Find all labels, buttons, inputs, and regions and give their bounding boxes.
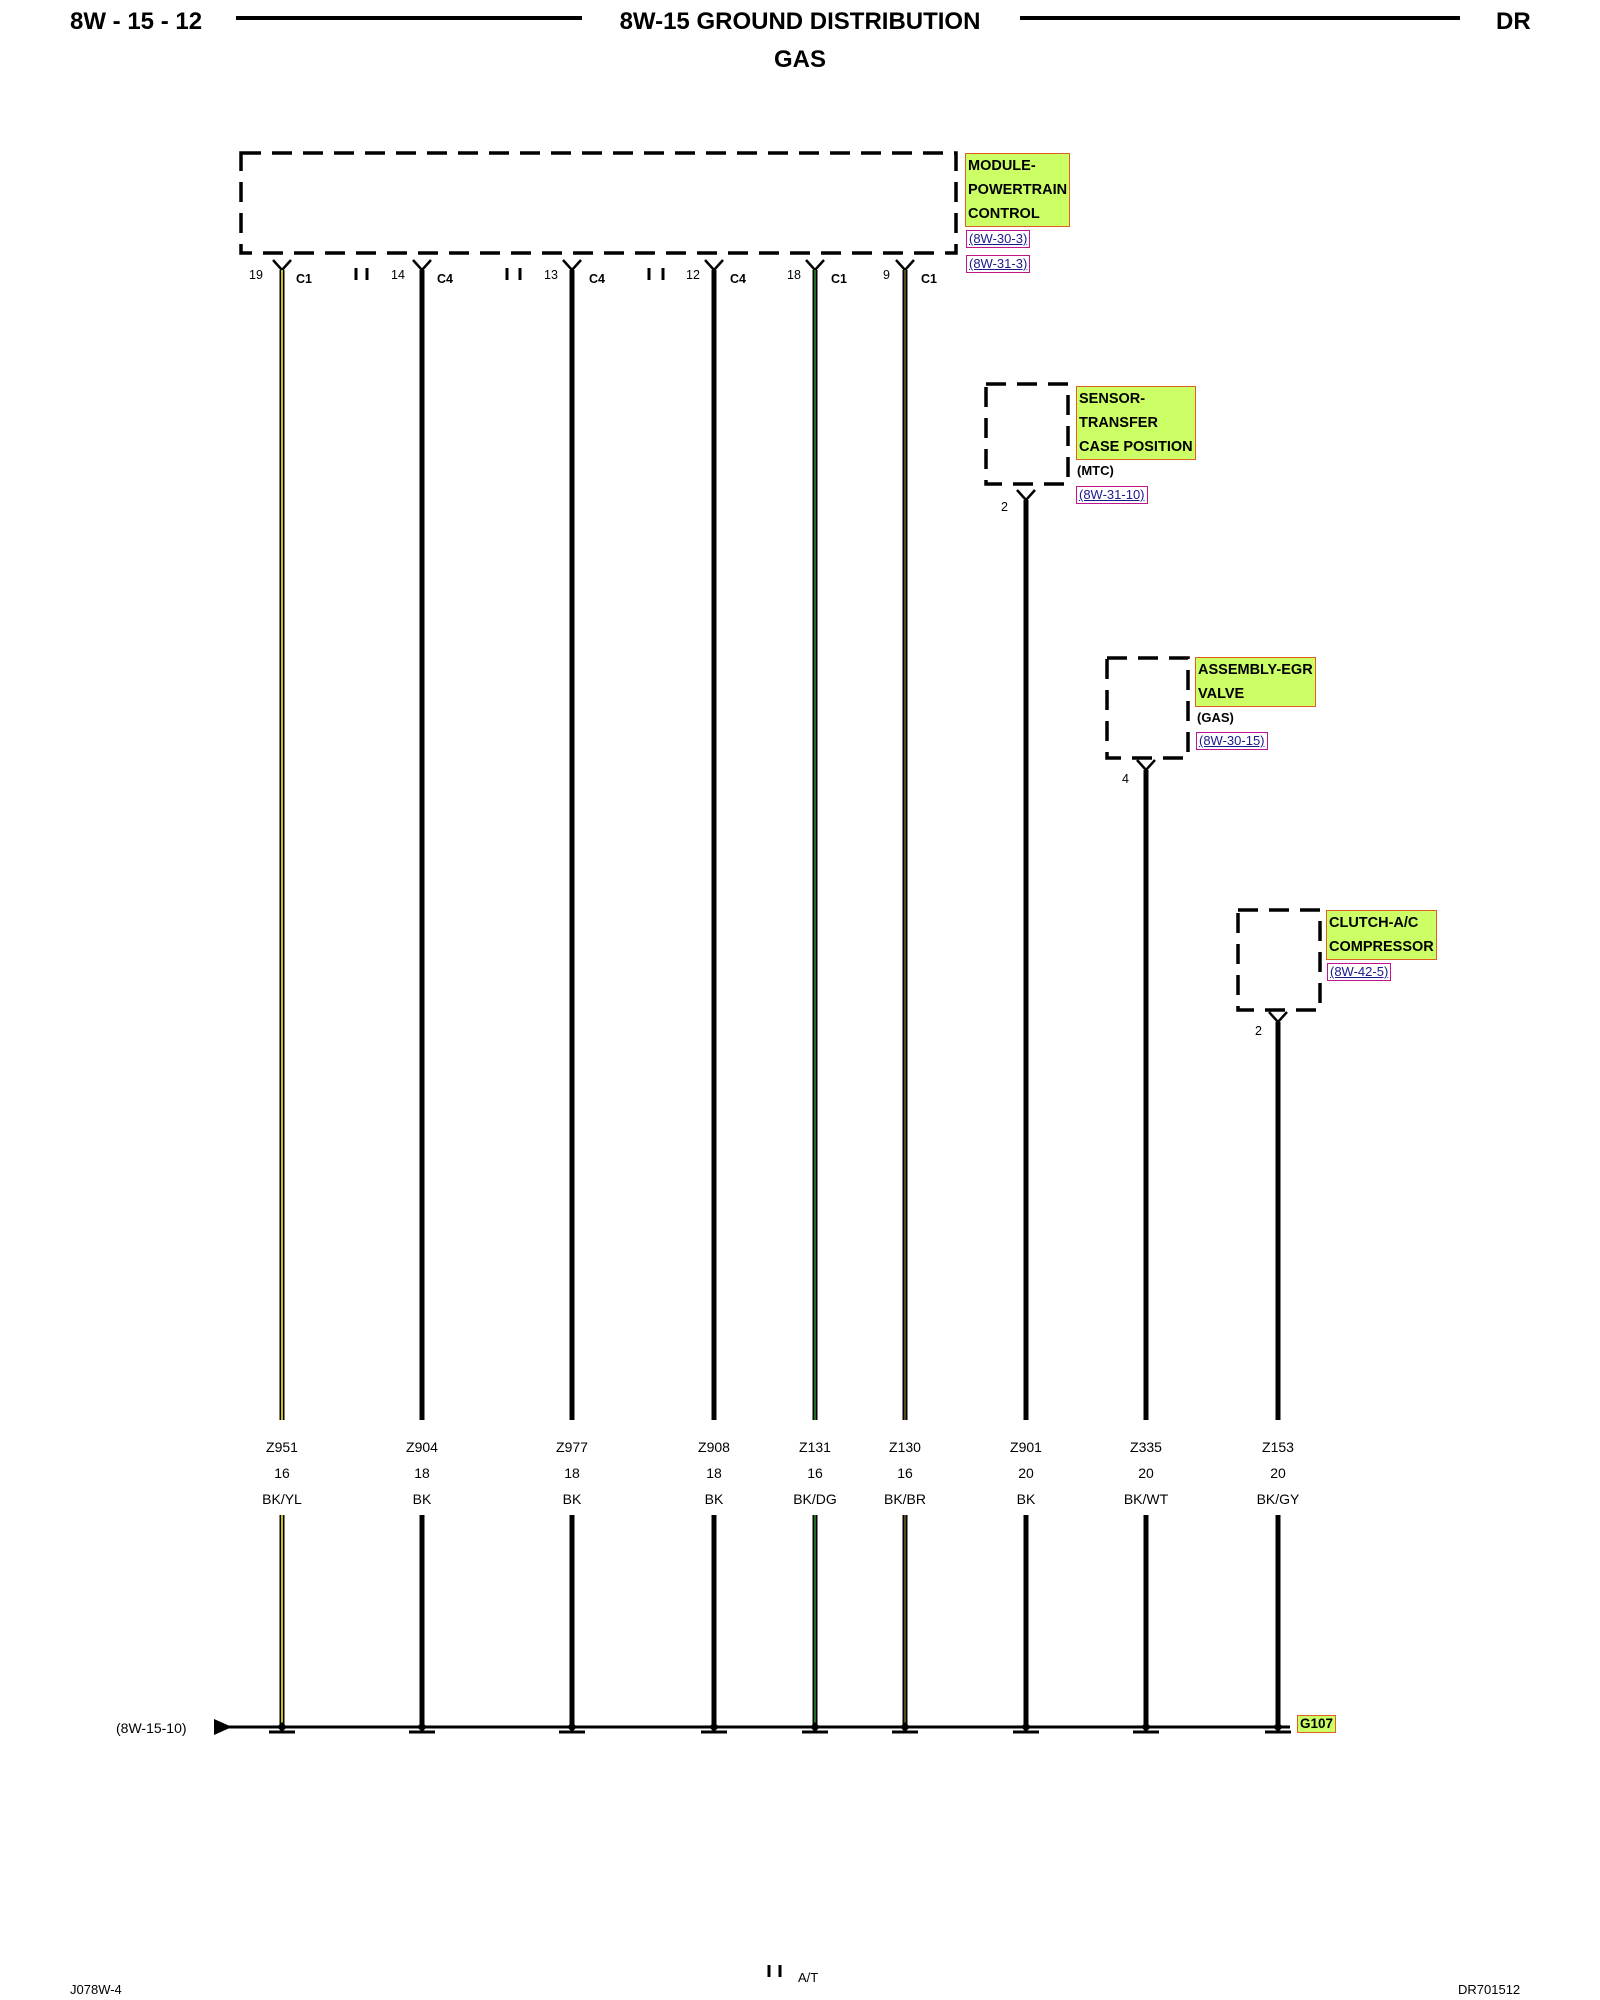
egr-ref-link[interactable]: (8W-30-15): [1196, 732, 1268, 750]
connector-symbol: [895, 259, 915, 272]
wire-color: BK: [704, 1491, 724, 1507]
wire-gauge: 16: [897, 1465, 913, 1481]
wire-label: Z977 18 BK: [527, 1438, 617, 1508]
egr-label[interactable]: ASSEMBLY-EGR VALVE: [1195, 657, 1316, 707]
wire-circuit: Z951: [266, 1439, 298, 1455]
pcm-ref-link-2[interactable]: (8W-31-3): [966, 255, 1031, 273]
wire-label: Z130 16 BK/BR: [860, 1438, 950, 1508]
ac-clutch-ref-link[interactable]: (8W-42-5): [1327, 963, 1392, 981]
tcps-label-line-2: TRANSFER: [1079, 415, 1158, 431]
wire-color: BK/DG: [793, 1491, 837, 1507]
wire-label: Z131 16 BK/DG: [770, 1438, 860, 1508]
pcm-connector-id: C1: [831, 272, 847, 286]
tcps-option-note: (MTC): [1077, 463, 1114, 478]
header-rule-left: [236, 16, 582, 20]
pcm-pin-number: 13: [544, 268, 558, 282]
pcm-label-line-1: MODULE-: [968, 158, 1036, 174]
connector-symbol: [1016, 489, 1036, 502]
pcm-pin-number: 18: [787, 268, 801, 282]
wire-label: Z951 16 BK/YL: [237, 1438, 327, 1508]
ground-bus-arrow: [214, 1719, 232, 1735]
wire-circuit: Z131: [799, 1439, 831, 1455]
wire-circuit: Z153: [1262, 1439, 1294, 1455]
tcps-label-line-3: CASE POSITION: [1079, 439, 1193, 455]
pcm-connector-id: C4: [730, 272, 746, 286]
egr-option-note: (GAS): [1197, 710, 1234, 725]
pcm-label-line-2: POWERTRAIN: [968, 182, 1068, 198]
ground-point-label[interactable]: G107: [1297, 1715, 1337, 1733]
pcm-pin-number: 19: [249, 268, 263, 282]
wire-label: Z153 20 BK/GY: [1233, 1438, 1323, 1508]
wire-circuit: Z130: [889, 1439, 921, 1455]
wire-gauge: 20: [1018, 1465, 1034, 1481]
connector-symbol: [704, 259, 724, 272]
tcps-label[interactable]: SENSOR- TRANSFER CASE POSITION: [1076, 386, 1196, 460]
ground-continuation-link[interactable]: (8W-15-10): [116, 1720, 187, 1736]
egr-valve-box: [1105, 656, 1190, 760]
connector-symbol: [1136, 759, 1156, 772]
page-subtitle: GAS: [773, 46, 826, 73]
pcm-connector-id: C1: [296, 272, 312, 286]
wire-circuit: Z901: [1010, 1439, 1042, 1455]
pcm-box: [239, 151, 958, 255]
tcps-pin-number: 2: [1001, 500, 1008, 514]
wire-circuit: Z335: [1130, 1439, 1162, 1455]
pcm-ref-link-1[interactable]: (8W-30-3): [966, 230, 1031, 248]
wire-label: Z901 20 BK: [981, 1438, 1071, 1508]
wire-color: BK/WT: [1123, 1491, 1169, 1507]
ac-clutch-label-line-2: COMPRESSOR: [1329, 939, 1434, 955]
wire-gauge: 20: [1270, 1465, 1286, 1481]
wire-color: BK: [562, 1491, 582, 1507]
pcm-pin-number: 14: [391, 268, 405, 282]
footer-right-code: DR701512: [1458, 1982, 1521, 1997]
header-rule-right: [1020, 16, 1460, 20]
wire-color: BK/YL: [262, 1491, 302, 1507]
wire-color: BK/GY: [1256, 1491, 1300, 1507]
wire-circuit: Z908: [698, 1439, 730, 1455]
pcm-connector-id: C1: [921, 272, 937, 286]
wire-gauge: 18: [414, 1465, 430, 1481]
tcps-ref-link[interactable]: (8W-31-10): [1076, 486, 1148, 504]
wire-gauge: 16: [274, 1465, 290, 1481]
tcps-label-line-1: SENSOR-: [1079, 391, 1146, 407]
connector-symbol: [1268, 1011, 1288, 1024]
egr-label-line-2: VALVE: [1198, 686, 1245, 702]
pcm-pin-number: 9: [883, 268, 890, 282]
connector-symbol: [272, 259, 292, 272]
ac-clutch-box: [1236, 908, 1322, 1012]
ac-clutch-label[interactable]: CLUTCH-A/C COMPRESSOR: [1326, 910, 1437, 960]
pcm-connector-id: C4: [437, 272, 453, 286]
wire-gauge: 18: [564, 1465, 580, 1481]
wire-gauge: 20: [1138, 1465, 1154, 1481]
pcm-label[interactable]: MODULE- POWERTRAIN CONTROL: [965, 153, 1071, 227]
connector-symbol: [805, 259, 825, 272]
wire-gauge: 16: [807, 1465, 823, 1481]
egr-pin-number: 4: [1122, 772, 1129, 786]
wire-circuit: Z904: [406, 1439, 438, 1455]
wire-gauge: 18: [706, 1465, 722, 1481]
wire-color: BK/BR: [883, 1491, 926, 1507]
wire-circuit: Z977: [556, 1439, 588, 1455]
wire-color: BK: [1016, 1491, 1036, 1507]
pcm-connector-id: C4: [589, 272, 605, 286]
connector-symbol: [412, 259, 432, 272]
pcm-pin-number: 12: [686, 268, 700, 282]
legend-at-text: A/T: [798, 1970, 819, 1985]
wire-label: Z904 18 BK: [377, 1438, 467, 1508]
egr-label-line-1: ASSEMBLY-EGR: [1198, 662, 1313, 678]
connector-symbol: [562, 259, 582, 272]
wire-label: Z908 18 BK: [669, 1438, 759, 1508]
tcps-box: [984, 382, 1070, 486]
model-code: DR: [1496, 8, 1531, 35]
page-title: 8W-15 GROUND DISTRIBUTION: [619, 8, 981, 35]
page-number: 8W - 15 - 12: [70, 8, 203, 35]
footer-left-code: J078W-4: [70, 1982, 122, 1997]
ac-clutch-pin-number: 2: [1255, 1024, 1262, 1038]
wire-label: Z335 20 BK/WT: [1101, 1438, 1191, 1508]
pcm-label-line-3: CONTROL: [968, 206, 1040, 222]
wire-color: BK: [412, 1491, 432, 1507]
ac-clutch-label-line-1: CLUTCH-A/C: [1329, 915, 1419, 931]
